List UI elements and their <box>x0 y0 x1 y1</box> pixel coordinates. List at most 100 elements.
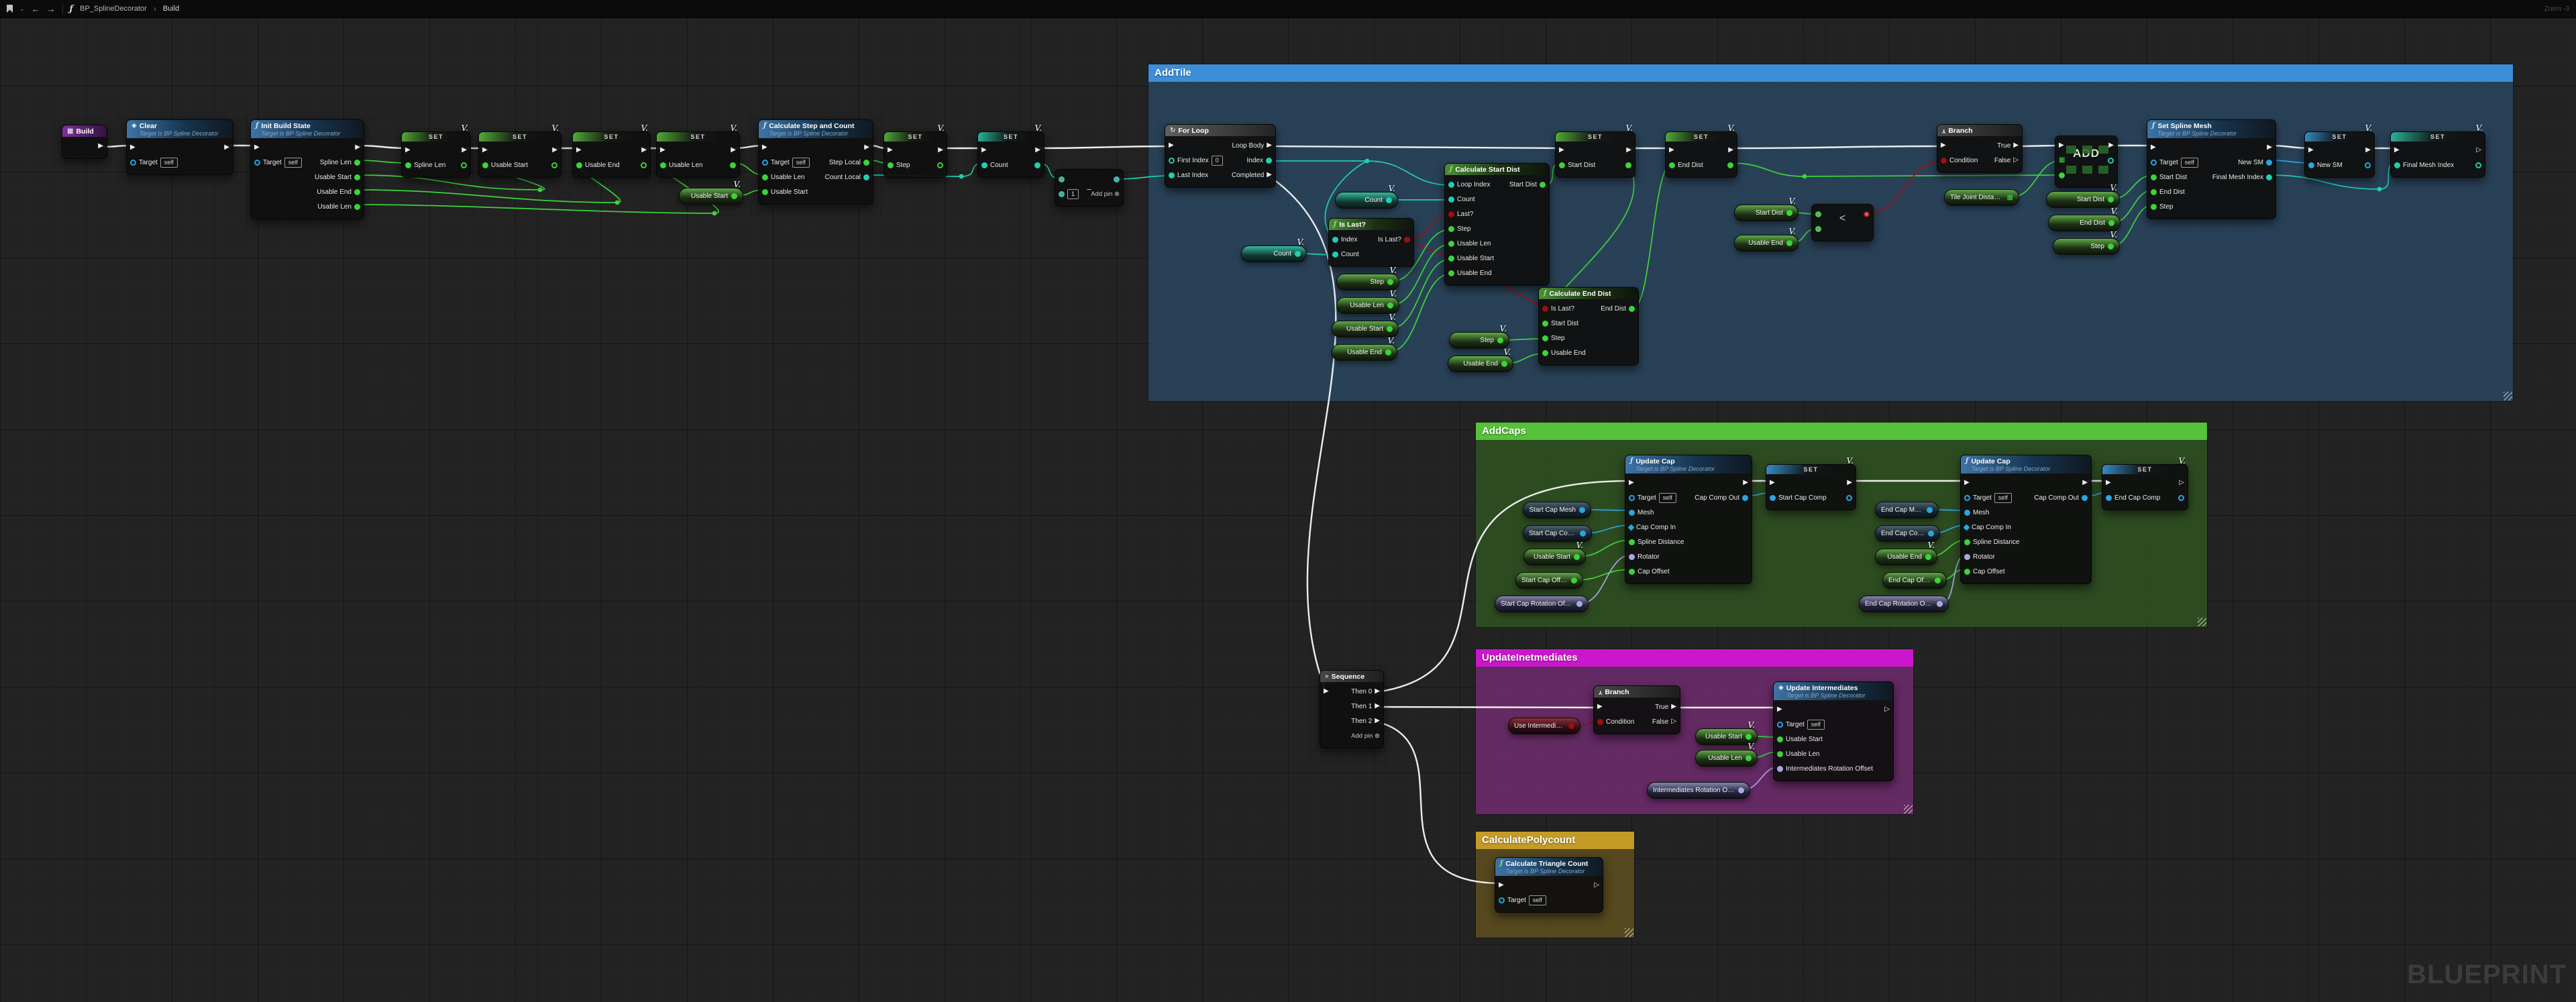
calculate-start-dist-pin-in-usable-len[interactable] <box>1448 240 1454 247</box>
get-end-cap-mesh[interactable]: End Cap Mesh <box>1875 502 1939 518</box>
get-step-b[interactable]: V.Step <box>1449 324 1509 349</box>
init-build-state-pin-out-usable-len[interactable] <box>354 203 360 210</box>
set-final-mesh-index-pin-in-final-mesh-index[interactable] <box>2394 162 2400 168</box>
node-set-end-cap-comp[interactable]: V.SET▶▷End Cap Comp <box>2102 456 2188 510</box>
get-usable-start-2[interactable]: V.Usable Start <box>1332 313 1399 337</box>
calc-step-and-count-pin-in-exec[interactable]: ▶ <box>762 144 767 151</box>
set-spline-len-pin-in-exec[interactable]: ▶ <box>405 146 411 154</box>
comment-addcaps-title[interactable]: AddCaps <box>1476 423 2207 440</box>
update-cap-2-pin-in-exec[interactable]: ▶ <box>1964 479 1970 486</box>
get-tile-joint-distances[interactable]: Tile Joint Distances▦ <box>1944 189 2019 206</box>
clear-pin-in-target[interactable] <box>130 159 136 166</box>
set-final-mesh-index-pin-out-exec[interactable] <box>2475 162 2481 168</box>
set-start-cap-comp-pin-out-exec[interactable] <box>1846 494 1852 501</box>
comment-addtile-title[interactable]: AddTile <box>1148 64 2513 82</box>
set-start-dist-pin-in-start-dist[interactable] <box>1559 162 1565 168</box>
get-usable-start-caps[interactable]: V.Usable Start <box>1523 541 1586 565</box>
node-set-count[interactable]: V.SET▶▶Count <box>977 123 1044 178</box>
set-count-pin-out-exec[interactable] <box>1034 162 1040 168</box>
forward-button[interactable]: → <box>46 3 56 14</box>
set-spline-mesh-pin-out-exec[interactable]: ▶ <box>2267 144 2272 151</box>
clear-value-box[interactable]: self <box>160 157 178 168</box>
get-count-b[interactable]: V.Count <box>1241 237 1307 262</box>
set-end-cap-comp-pin-in-exec[interactable]: ▶ <box>2106 479 2111 486</box>
get-end-dist-d[interactable]: V.End Dist <box>2048 207 2121 231</box>
get-usable-len-3[interactable]: V.Usable Len <box>1695 742 1758 767</box>
update-cap-2-pin-in-rotator[interactable] <box>1964 553 1970 560</box>
set-usable-start-pin-out-exec[interactable] <box>551 162 557 168</box>
set-count-pin-in-exec[interactable]: ▶ <box>981 146 987 154</box>
update-intermediates-pin-in-exec[interactable]: ▶ <box>1777 706 1782 713</box>
int-subtract-pin-out-exec[interactable] <box>1114 176 1120 182</box>
tile-joint-distances-pin-out[interactable]: ▦ <box>2006 193 2013 201</box>
update-cap-1-pin-in-cap-offset[interactable] <box>1629 568 1635 575</box>
int-subtract-pin-in-exec[interactable] <box>1059 176 1065 182</box>
set-new-sm-pin-in-exec[interactable]: ▶ <box>2308 146 2314 154</box>
end-cap-offset-pin-out[interactable] <box>1935 577 1941 583</box>
usable-start-1-pin-out[interactable] <box>731 193 737 199</box>
set-usable-end-pin-out-exec[interactable] <box>641 162 647 168</box>
branch-2-pin-in-condition[interactable] <box>1597 718 1603 725</box>
for-loop-value-box[interactable]: 0 <box>1211 155 1223 166</box>
node-set-start-dist[interactable]: V.SET▶▶Start Dist <box>1555 123 1635 178</box>
set-end-cap-comp-pin-out-exec[interactable]: ▷ <box>2179 479 2184 486</box>
get-usable-end-c[interactable]: V.Usable End <box>1734 227 1799 252</box>
init-build-state-pin-in-target[interactable] <box>254 159 260 166</box>
set-count-pin-in-count[interactable] <box>981 162 987 168</box>
update-cap-2-pin-in-cap-comp-in[interactable] <box>1963 524 1970 531</box>
calculate-start-dist-pin-out-start-dist[interactable] <box>1540 181 1546 188</box>
node-set-new-sm[interactable]: V.SET▶▶New SM <box>2304 123 2375 178</box>
set-end-cap-comp-pin-in-end-cap-comp[interactable] <box>2106 494 2112 501</box>
for-loop-pin-out-completed[interactable]: ▶ <box>1267 171 1272 178</box>
set-start-cap-comp-pin-out-exec[interactable]: ▶ <box>1847 479 1852 486</box>
get-use-intermediates[interactable]: Use Intermediates <box>1508 718 1580 734</box>
get-usable-len-a[interactable]: V.Usable Len <box>1336 289 1399 314</box>
less-than-pin-out-exec[interactable] <box>1864 211 1870 217</box>
clear-pin-out-exec[interactable]: ▶ <box>224 144 229 151</box>
calculate-triangle-count-pin-out-exec[interactable]: ▷ <box>1594 881 1599 889</box>
node-build-event[interactable]: ▦Build▶ <box>62 125 107 159</box>
get-start-cap-offset[interactable]: Start Cap Offset <box>1515 572 1583 589</box>
usable-end-c-pin-out[interactable] <box>1786 240 1792 246</box>
node-sequence[interactable]: »Sequence▶Then 0▶Then 1▶Then 2▶Add pin ⊕ <box>1320 670 1384 748</box>
calc-step-and-count-pin-in-usable-start[interactable] <box>762 188 768 195</box>
usable-end-caps-pin-out[interactable] <box>1925 554 1931 560</box>
calculate-triangle-count-value-box[interactable]: self <box>1528 895 1546 905</box>
usable-end-b-pin-out[interactable] <box>1501 361 1507 367</box>
for-loop-pin-in-first-index[interactable] <box>1169 157 1175 164</box>
breadcrumb-blueprint[interactable]: BP_SplineDecorator <box>80 5 147 13</box>
set-start-cap-comp-pin-in-start-cap-comp[interactable] <box>1770 494 1776 501</box>
set-usable-end-pin-out-exec[interactable]: ▶ <box>641 146 647 154</box>
update-intermediates-pin-in-usable-start[interactable] <box>1777 736 1783 742</box>
set-final-mesh-index-pin-out-exec[interactable]: ▷ <box>2476 146 2481 154</box>
init-build-state-pin-out-usable-start[interactable] <box>354 174 360 180</box>
calculate-end-dist-pin-in-start-dist[interactable] <box>1542 320 1548 327</box>
sequence-add-pin-button[interactable]: Add pin ⊕ <box>1351 732 1380 740</box>
is-last-pin-in-index[interactable] <box>1332 236 1338 243</box>
set-spline-mesh-pin-in-target[interactable] <box>2151 159 2157 166</box>
update-cap-2-pin-out-cap-comp-out[interactable] <box>2082 494 2088 501</box>
branch-2-pin-in-exec[interactable]: ▶ <box>1597 703 1603 710</box>
branch-1-pin-in-condition[interactable] <box>1941 157 1947 164</box>
set-usable-start-pin-out-exec[interactable]: ▶ <box>552 146 557 154</box>
init-build-state-value-box[interactable]: self <box>284 157 302 168</box>
calculate-start-dist-pin-in-count[interactable] <box>1448 196 1454 203</box>
init-build-state-pin-out-exec[interactable]: ▶ <box>355 144 360 151</box>
init-build-state-pin-out-usable-end[interactable] <box>354 188 360 195</box>
set-end-dist-pin-out-exec[interactable] <box>1727 162 1733 168</box>
set-new-sm-pin-out-exec[interactable]: ▶ <box>2365 146 2371 154</box>
int-subtract-value-box[interactable]: 1 <box>1067 188 1079 199</box>
sequence-pin-out-then-2[interactable]: ▶ <box>1375 717 1380 724</box>
use-intermediates-pin-out[interactable] <box>1568 723 1574 729</box>
for-loop-pin-in-exec[interactable]: ▶ <box>1169 142 1174 149</box>
node-set-usable-len[interactable]: V.SET▶▶Usable Len <box>656 123 740 178</box>
update-intermediates-pin-in-target[interactable] <box>1777 721 1783 728</box>
